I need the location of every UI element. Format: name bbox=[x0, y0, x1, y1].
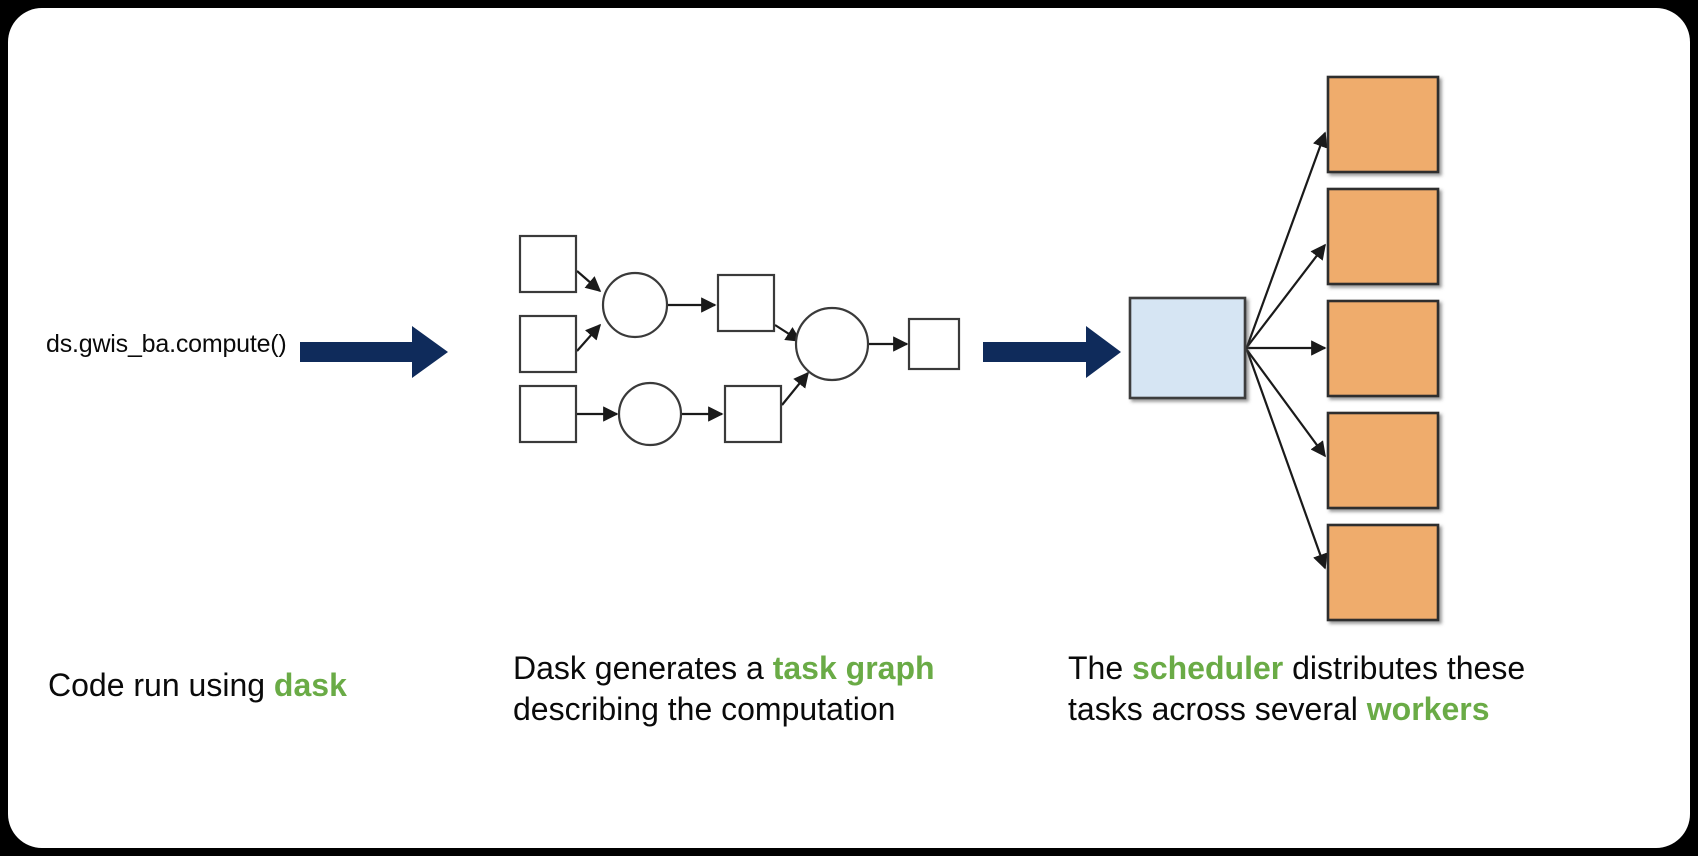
caption-graph-suffix: describing the computation bbox=[513, 690, 896, 727]
task-node-input-1 bbox=[518, 234, 578, 294]
caption-scheduler-middle: distributes these tasks across several bbox=[1068, 650, 1526, 727]
worker-box-3 bbox=[1326, 299, 1440, 398]
caption-graph-prefix: Dask generates a bbox=[513, 650, 773, 686]
worker-box-5 bbox=[1326, 523, 1440, 622]
task-node-operation-1 bbox=[601, 271, 669, 339]
edge-scheduler-worker-4 bbox=[1246, 349, 1326, 458]
task-graph-nodes bbox=[518, 234, 961, 447]
caption-scheduler-prefix: The bbox=[1068, 650, 1133, 686]
caption-code: Code run using dask bbox=[48, 665, 468, 706]
task-node-input-2 bbox=[518, 314, 578, 374]
task-node-intermediate-1 bbox=[716, 273, 776, 333]
code-snippet-label: ds.gwis_ba.compute() bbox=[46, 330, 287, 358]
caption-code-prefix: Code run using bbox=[48, 667, 274, 703]
scheduler-box bbox=[1128, 296, 1247, 400]
task-node-intermediate-2 bbox=[723, 384, 783, 444]
caption-task-graph: Dask generates a task graph describing t… bbox=[513, 648, 983, 729]
task-node-output bbox=[907, 317, 961, 371]
block-arrow-graph-to-scheduler bbox=[983, 326, 1121, 378]
slide-card: ds.gwis_ba.compute() bbox=[8, 8, 1690, 848]
edge-mid2-op3 bbox=[781, 371, 809, 406]
task-graph bbox=[518, 234, 961, 447]
block-arrow-code-to-graph bbox=[300, 326, 448, 378]
worker-box-4 bbox=[1326, 411, 1440, 510]
edge-in1-op1 bbox=[576, 270, 602, 293]
edge-in2-op1 bbox=[576, 323, 602, 352]
caption-graph-highlight: task graph bbox=[772, 650, 935, 686]
worker-box-2 bbox=[1326, 187, 1440, 286]
caption-code-highlight: dask bbox=[273, 667, 347, 703]
task-graph-edges bbox=[576, 270, 909, 422]
edge-scheduler-worker-1 bbox=[1245, 131, 1328, 348]
edge-scheduler-worker-5 bbox=[1245, 349, 1328, 570]
caption-scheduler-highlight-2: workers bbox=[1366, 690, 1490, 727]
worker-boxes bbox=[1326, 75, 1440, 622]
task-node-input-3 bbox=[518, 384, 578, 444]
task-node-operation-2 bbox=[617, 381, 683, 447]
worker-box-1 bbox=[1326, 75, 1440, 174]
caption-scheduler: The scheduler distributes these tasks ac… bbox=[1068, 648, 1538, 729]
cluster-edges bbox=[1235, 131, 1328, 570]
caption-scheduler-highlight: scheduler bbox=[1132, 650, 1284, 686]
task-node-operation-3 bbox=[794, 306, 870, 382]
edge-scheduler-worker-2 bbox=[1246, 243, 1326, 348]
cluster-diagram bbox=[1128, 75, 1440, 622]
